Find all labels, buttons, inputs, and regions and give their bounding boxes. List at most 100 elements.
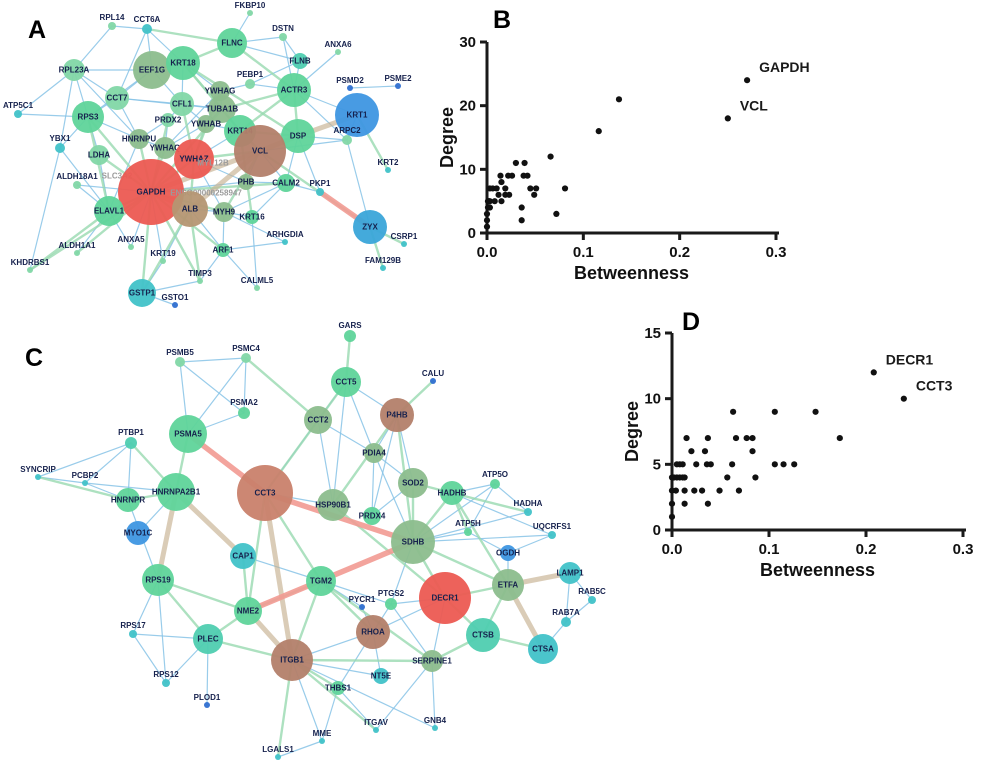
- node-label-CCT6A: CCT6A: [134, 15, 161, 24]
- node-label-CCT3: CCT3: [255, 489, 276, 498]
- network-node-SOD2: [398, 468, 428, 498]
- network-node-CCT2: [304, 406, 332, 434]
- node-label-ENSG00000258947: ENSG00000258947: [170, 189, 242, 198]
- network-node-YBX1: [55, 143, 65, 153]
- network-node-HADHA: [524, 508, 532, 516]
- network-node-RAB7A: [561, 617, 571, 627]
- network-node-YWHAZ: [174, 139, 214, 179]
- network-node-PLOD1: [204, 702, 210, 708]
- scatter-point: [553, 210, 560, 217]
- network-node-ANXA6: [335, 49, 341, 55]
- node-label-FLNB: FLNB: [289, 57, 311, 66]
- node-label-UQCRFS1: UQCRFS1: [533, 522, 572, 531]
- edge-RPS19-RPS12: [157, 579, 167, 684]
- network-node-KRT16: [245, 210, 259, 224]
- scatter-point: [724, 474, 731, 481]
- node-label-HNRNPU: HNRNPU: [122, 135, 156, 144]
- scatter-point: [681, 474, 688, 481]
- x-tick-label: 0.3: [953, 541, 974, 558]
- point-annotation-VCL: VCL: [740, 97, 768, 113]
- edge-ATP5O-ATP5H: [467, 483, 496, 533]
- node-label-HADHA: HADHA: [514, 499, 543, 508]
- scatter-point: [483, 210, 491, 217]
- network-node-CTSB: [466, 618, 500, 652]
- edge-PTGS2-SERPINE1: [390, 603, 433, 662]
- edge-P4HB-PRDX4: [371, 414, 398, 517]
- network-node-NT5E: [373, 668, 389, 684]
- node-label-PEBP1: PEBP1: [237, 70, 264, 79]
- edge-THBS1-ITGAV: [337, 687, 377, 731]
- node-label-MYH9: MYH9: [213, 208, 236, 217]
- network-node-RAB5C: [588, 596, 596, 604]
- network-node-PTBP1: [125, 437, 137, 449]
- edge-LGALS1-MME: [277, 740, 323, 758]
- node-label-ETFA: ETFA: [498, 581, 519, 590]
- node-label-PLOD1: PLOD1: [194, 693, 221, 702]
- network-node-PSMC4: [241, 353, 251, 363]
- scatter-point: [749, 448, 756, 455]
- node-label-RHOA: RHOA: [361, 628, 385, 637]
- scatter-point: [693, 461, 700, 468]
- node-label-MME: MME: [313, 729, 332, 738]
- network-node-PSMB5: [175, 357, 185, 367]
- node-label-RPS19: RPS19: [145, 576, 171, 585]
- node-label-PSMA2: PSMA2: [230, 398, 258, 407]
- network-node-ATP5H: [464, 528, 472, 536]
- node-label-RPS3: RPS3: [78, 113, 99, 122]
- node-label-PHB: PHB: [238, 178, 255, 187]
- network-node-RPL14: [108, 22, 116, 30]
- y-tick-label: 0: [468, 225, 476, 242]
- edge-FLNB-PEBP1: [249, 60, 301, 85]
- network-node-FAM129B: [380, 265, 386, 271]
- scatter-point: [791, 461, 798, 468]
- scatter-point: [491, 198, 498, 205]
- network-node-GNB4: [432, 725, 438, 731]
- node-label-FLNC: FLNC: [221, 39, 243, 48]
- node-label-MYL12B: MYL12B: [197, 159, 229, 168]
- network-node-DECR1: [419, 572, 471, 624]
- network-node-NME2: [234, 597, 262, 625]
- node-label-PRDX4: PRDX4: [359, 512, 386, 521]
- network-node-CCT3: [237, 465, 293, 521]
- node-label-SOD2: SOD2: [402, 479, 424, 488]
- network-node-TIMP3: [197, 278, 203, 284]
- network-node-PKP1: [316, 188, 324, 196]
- node-label-ARPC2: ARPC2: [333, 126, 361, 135]
- node-label-CFL1: CFL1: [172, 100, 193, 109]
- edge-ARF1-ARHGDIA: [222, 241, 286, 251]
- point-annotation-DECR1: DECR1: [886, 351, 934, 367]
- network-node-RPS17: [129, 630, 137, 638]
- node-label-LGALS1: LGALS1: [262, 745, 294, 754]
- node-label-DECR1: DECR1: [431, 594, 459, 603]
- node-label-HNRNPA2B1: HNRNPA2B1: [152, 488, 201, 497]
- scatter-point: [744, 77, 751, 84]
- node-label-CALU: CALU: [422, 369, 444, 378]
- node-label-KRT14: KRT14: [227, 127, 253, 136]
- node-label-GNB4: GNB4: [424, 716, 447, 725]
- x-tick-label: 0.1: [759, 541, 780, 558]
- edge-PDIA4-PRDX4: [371, 452, 375, 517]
- scatter-point: [497, 172, 504, 179]
- node-label-SYNCRIP: SYNCRIP: [20, 465, 56, 474]
- network-node-FLNC: [217, 28, 247, 58]
- node-label-THBS1: THBS1: [325, 684, 352, 693]
- edge-HADHB-ETFA: [450, 491, 510, 587]
- network-node-EEF1G: [133, 51, 171, 89]
- node-label-KRT2: KRT2: [378, 158, 399, 167]
- scatter-point: [732, 434, 740, 442]
- edge-SERPINE1-ITGAV: [375, 660, 433, 731]
- node-label-GARS: GARS: [338, 321, 362, 330]
- node-label-NME2: NME2: [237, 607, 260, 616]
- network-node-PEBP1: [245, 79, 255, 89]
- node-label-TGM2: TGM2: [310, 577, 333, 586]
- network-node-ETFA: [492, 569, 524, 601]
- panel-d-letter: D: [682, 308, 701, 336]
- network-node-PHB: [238, 174, 254, 190]
- edge-PTBP1-SYNCRIP: [37, 442, 132, 478]
- edge-HADHB-HADHA: [450, 491, 530, 514]
- network-node-HNRNPA2B1: [157, 473, 195, 511]
- y-tick-label: 20: [459, 98, 476, 115]
